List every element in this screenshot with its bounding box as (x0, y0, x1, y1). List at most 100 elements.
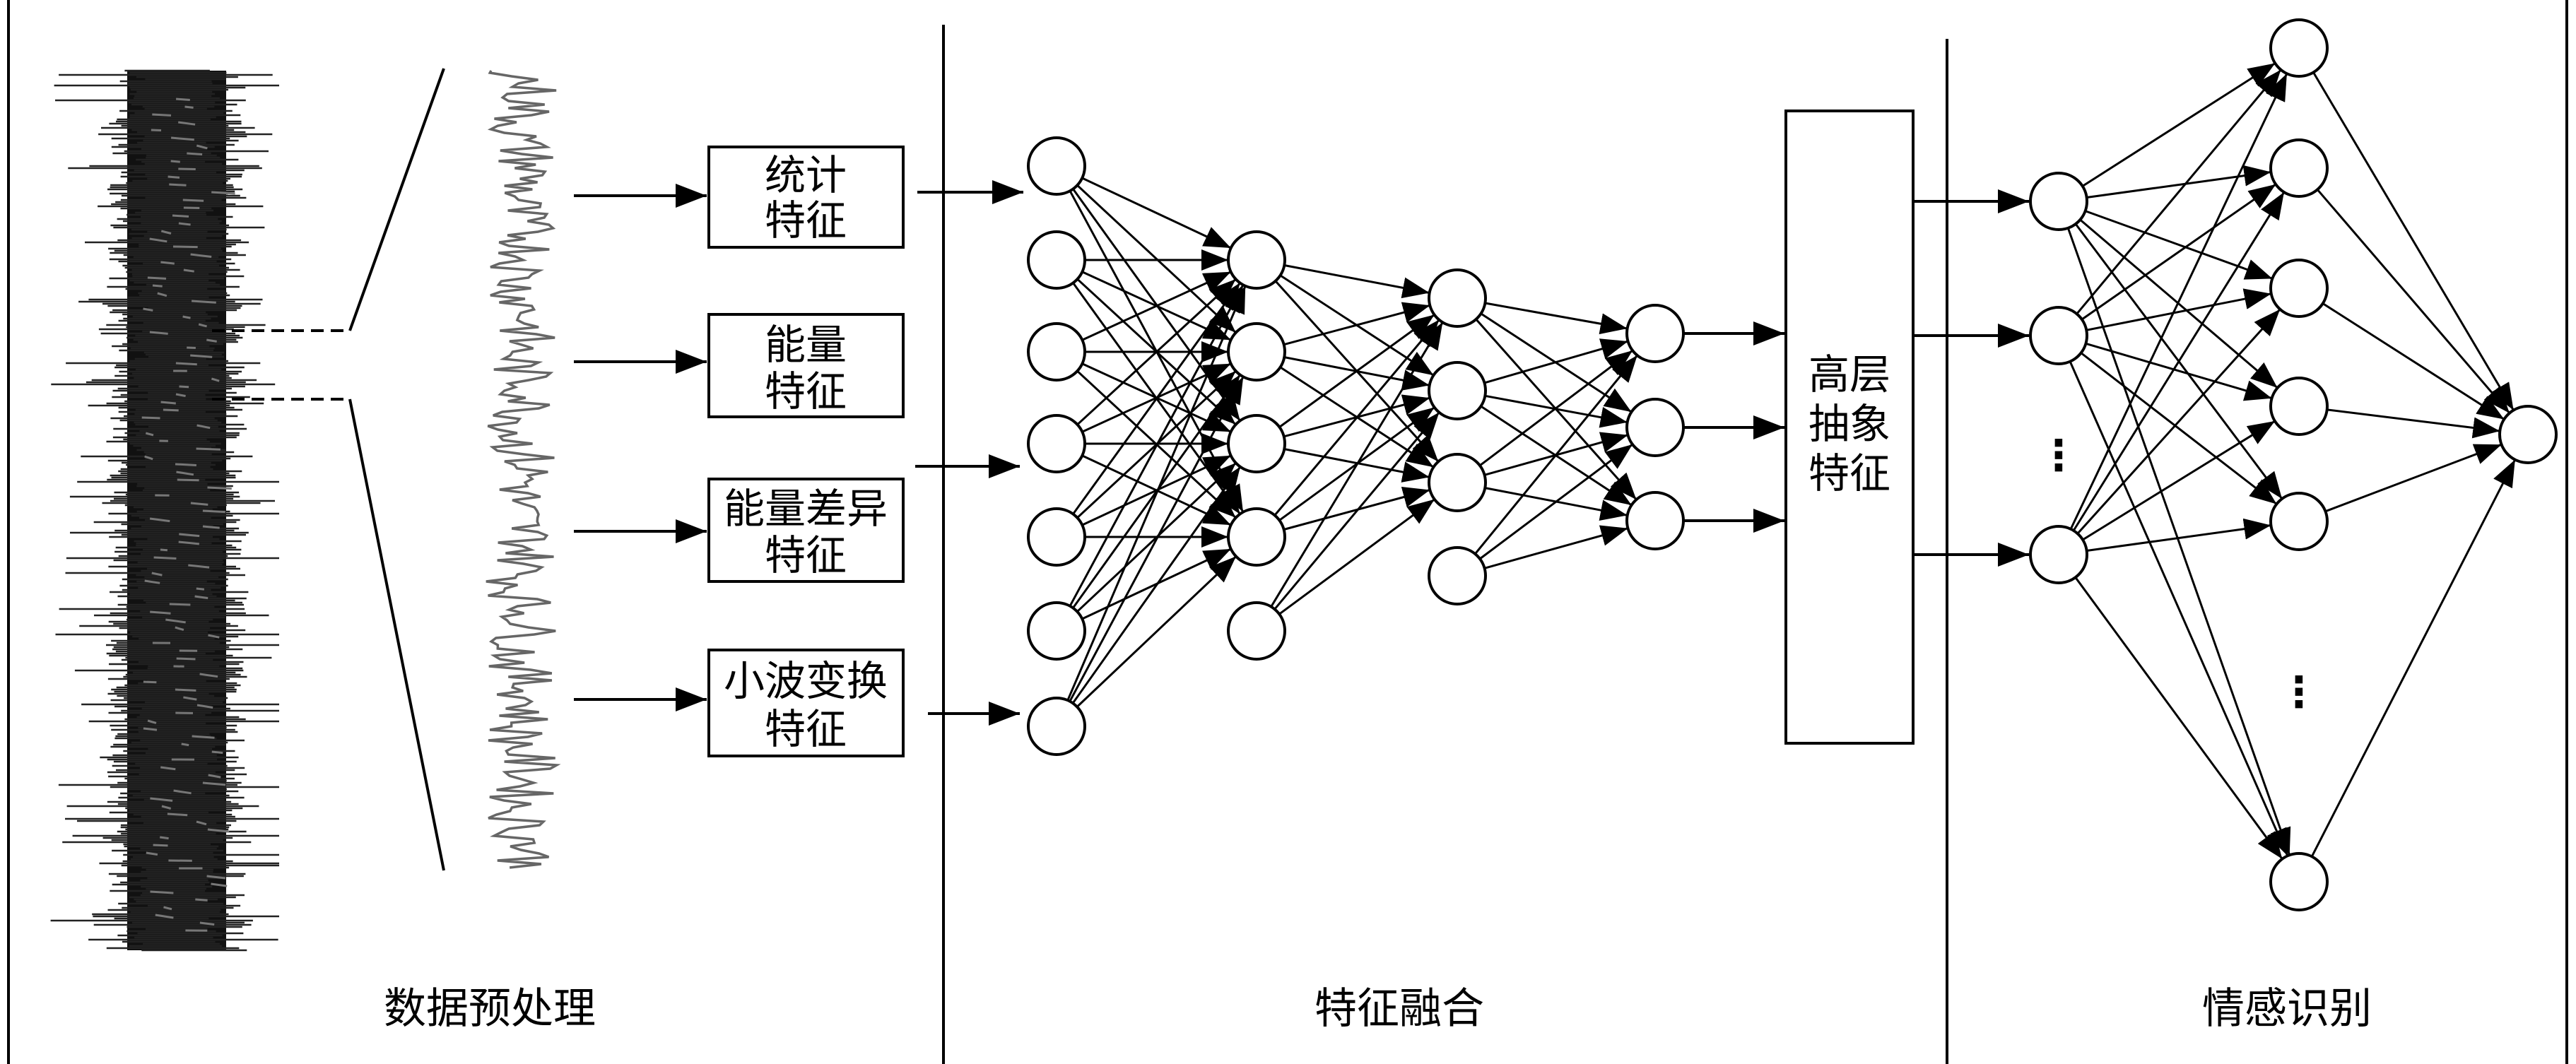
node-l3-3 (1428, 546, 1487, 605)
feature-box-energy-difference: 能量差异 特征 (707, 478, 905, 583)
node-o-1 (2269, 138, 2329, 198)
edge-h-o-0-2 (2085, 210, 2273, 280)
edge-h-o-0-1 (2086, 165, 2271, 199)
edge-h-o-1-5 (2069, 360, 2289, 857)
feature-box-statistical-line1: 统计 (765, 151, 847, 199)
feature-box-wavelet-line1: 小波变换 (724, 657, 888, 705)
node-l2-1 (1227, 322, 1286, 382)
edge-h-o-1-0 (2076, 69, 2282, 315)
feature-box-energy: 能量 特征 (707, 313, 905, 418)
abstract-feature-line2: 抽象 (1809, 400, 1890, 448)
node-l3-2 (1428, 453, 1487, 512)
edge-o-f-3-0 (2327, 408, 2500, 439)
raw-signal-trace (50, 69, 279, 952)
section-label-preprocess: 数据预处理 (384, 984, 596, 1034)
edge-l1-l2-6-1 (1069, 376, 1245, 702)
edge-h-o-0-0 (2081, 62, 2276, 187)
edge-h-o-2-0 (2069, 73, 2288, 530)
feature-box-energy-difference-line1: 能量差异 (724, 485, 888, 533)
node-h-2 (2029, 525, 2088, 584)
edge-l3-l4-3-2 (1484, 525, 1628, 569)
edge-h-o-2-5 (2074, 577, 2283, 860)
edge-o-f-0-0 (2312, 71, 2515, 411)
edge-l1-l2-5-0 (1069, 284, 1245, 607)
edge-l2-l3-4-0 (1270, 321, 1444, 608)
node-l1-6 (1027, 697, 1086, 756)
edge-l1-l2-4-0 (1072, 282, 1241, 515)
edge-l2-l3-3-0 (1274, 319, 1440, 516)
edge-l3-l4-3-0 (1474, 355, 1638, 555)
edge-l1-l2-6-2 (1071, 466, 1242, 704)
feature-box-statistical: 统计 特征 (707, 146, 905, 249)
edge-h-o-0-5 (2066, 227, 2291, 856)
signal-to-feature-arrows (574, 184, 707, 711)
node-l1-0 (1027, 136, 1086, 196)
node-l1-3 (1027, 414, 1086, 473)
edge-l3-l4-3-1 (1479, 443, 1633, 560)
ellipsis-output-layer: ⋮ (2278, 668, 2320, 717)
edge-l2-l3-0-0 (1284, 264, 1430, 299)
node-f-0 (2498, 405, 2558, 464)
section-label-fusion: 特征融合 (1315, 984, 1484, 1034)
node-l4-1 (1625, 398, 1685, 457)
edge-o-f-2-0 (2322, 302, 2505, 420)
abstract-feature-box: 高层 抽象 特征 (1784, 110, 1915, 745)
node-l1-1 (1027, 230, 1086, 290)
feature-to-input-arrows (915, 180, 1023, 726)
zoom-line-bottom (348, 398, 445, 871)
node-l2-3 (1227, 507, 1286, 567)
feature-boxes: 统计 特征 能量 特征 能量差异 特征 小波变换 特征 (707, 146, 905, 757)
edge-h-o-2-2 (2076, 308, 2281, 535)
abstract-feature-line3: 特征 (1809, 449, 1890, 497)
node-o-4 (2269, 492, 2329, 551)
node-l2-4 (1227, 601, 1286, 661)
ellipsis-hidden-layer: ⋮ (2037, 431, 2080, 480)
raw-signal-highlights (141, 97, 235, 932)
edge-h-o-1-1 (2081, 183, 2277, 321)
edge-l3-l4-1-0 (1483, 338, 1629, 384)
node-o-3 (2269, 377, 2329, 436)
edge-o-f-1-0 (2316, 189, 2511, 414)
raw-eeg-signal (50, 69, 279, 952)
edge-l1-l2-3-0 (1076, 278, 1237, 426)
zoom-lines (212, 68, 445, 871)
section-dividers (7, 0, 2568, 1064)
node-l3-0 (1428, 268, 1487, 328)
node-h-1 (2029, 306, 2088, 365)
zoom-line-top (348, 68, 445, 331)
edge-l2-l3-1-0 (1283, 302, 1430, 346)
zoom-signal-trace (486, 70, 561, 869)
node-o-0 (2269, 18, 2329, 78)
edge-o-f-5-0 (2310, 459, 2517, 858)
edge-h-o-1-3 (2085, 342, 2273, 401)
node-l2-0 (1227, 230, 1286, 290)
edge-l1-l2-0-0 (1081, 177, 1232, 249)
abstract-feature-line1: 高层 (1809, 350, 1890, 398)
node-l1-5 (1027, 601, 1086, 661)
edge-h-o-2-4 (2086, 518, 2271, 552)
edge-h-o-1-2 (2086, 288, 2272, 331)
edge-h-o-2-1 (2072, 191, 2286, 531)
feature-box-energy-difference-line2: 特征 (765, 531, 847, 579)
edge-l3-l4-0-0 (1485, 302, 1628, 335)
edge-h-o-1-4 (2080, 352, 2278, 505)
node-o-2 (2269, 259, 2329, 318)
feature-box-energy-line1: 能量 (765, 321, 847, 369)
edge-l2-l3-4-1 (1274, 411, 1440, 610)
edge-l2-l3-4-2 (1278, 498, 1435, 615)
node-h-0 (2029, 172, 2088, 231)
node-l1-4 (1027, 507, 1086, 567)
node-l2-2 (1227, 414, 1286, 473)
edge-l2-l3-2-0 (1278, 314, 1435, 428)
feature-box-wavelet: 小波变换 特征 (707, 649, 905, 757)
node-l3-1 (1428, 361, 1487, 420)
zoomed-signal-segment (486, 70, 561, 869)
edge-l1-l2-2-0 (1081, 271, 1232, 341)
node-l4-0 (1625, 304, 1685, 363)
edge-l1-l2-6-3 (1076, 555, 1237, 708)
feature-box-energy-line2: 特征 (765, 367, 847, 415)
network-connections (1066, 62, 2517, 860)
node-o-5 (2269, 852, 2329, 911)
node-l1-2 (1027, 322, 1086, 382)
